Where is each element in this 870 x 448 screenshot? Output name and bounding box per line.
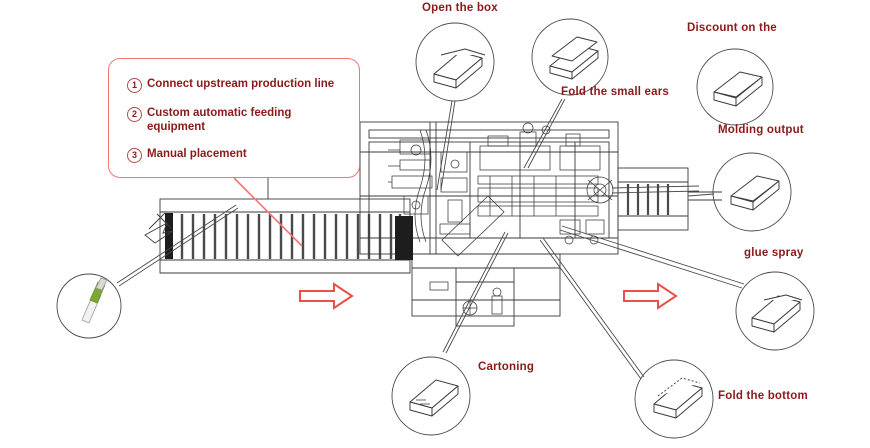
process-options-callout: 1 Connect upstream production line 2 Cus… xyxy=(108,58,360,178)
station-label-molding-output: Molding output xyxy=(718,124,804,136)
callout-circle-product-infeed xyxy=(56,273,122,339)
station-label-discount-on-the: Discount on the xyxy=(687,22,777,34)
flow-arrows xyxy=(299,282,678,310)
callout-circle-discount-on-the xyxy=(696,48,774,126)
station-label-cartoning: Cartoning xyxy=(478,361,535,373)
folded-carton-box-icon xyxy=(549,36,599,80)
machine-mechanism-detail xyxy=(388,122,614,316)
callout-number-3: 3 xyxy=(127,148,142,163)
product-tube-icon xyxy=(81,277,108,324)
callout-box-leader-line xyxy=(233,177,303,247)
callout-item-2: 2 Custom automatic feeding equipment xyxy=(127,106,327,135)
arrow-outfeed xyxy=(623,282,678,310)
leader-lines xyxy=(116,98,745,380)
callout-item-3: 3 Manual placement xyxy=(127,147,347,163)
callout-label-2: Custom automatic feeding equipment xyxy=(147,107,292,134)
callout-number-2: 2 xyxy=(127,107,142,122)
callout-circle-glue-spray xyxy=(735,271,815,351)
open-carton-box-icon xyxy=(433,48,486,89)
callout-label-3: Manual placement xyxy=(147,148,247,160)
station-label-fold-small-ears: Fold the small ears xyxy=(561,86,669,98)
cartoning-box-icon xyxy=(409,379,459,417)
bottom-fold-box-icon xyxy=(653,377,703,419)
callout-item-1: 1 Connect upstream production line xyxy=(127,77,355,93)
callout-circle-cartoning xyxy=(391,356,471,436)
callout-circle-molding-output xyxy=(712,152,792,232)
callout-circle-fold-the-bottom xyxy=(634,359,714,439)
outfeed-conveyor xyxy=(617,167,722,231)
closed-carton-box-icon-2 xyxy=(730,175,780,211)
callout-number-1: 1 xyxy=(127,78,142,93)
callout-circle-open-the-box xyxy=(415,22,495,102)
arrow-infeed xyxy=(299,282,354,310)
callout-circle-fold-small-ears xyxy=(531,18,609,96)
station-label-open-the-box: Open the box xyxy=(422,2,498,14)
callout-label-1: Connect upstream production line xyxy=(147,78,335,90)
station-label-fold-the-bottom: Fold the bottom xyxy=(718,390,808,402)
glued-carton-box-icon xyxy=(751,294,803,333)
closed-carton-box-icon-1 xyxy=(713,71,763,107)
station-label-glue-spray: glue spray xyxy=(744,247,804,259)
